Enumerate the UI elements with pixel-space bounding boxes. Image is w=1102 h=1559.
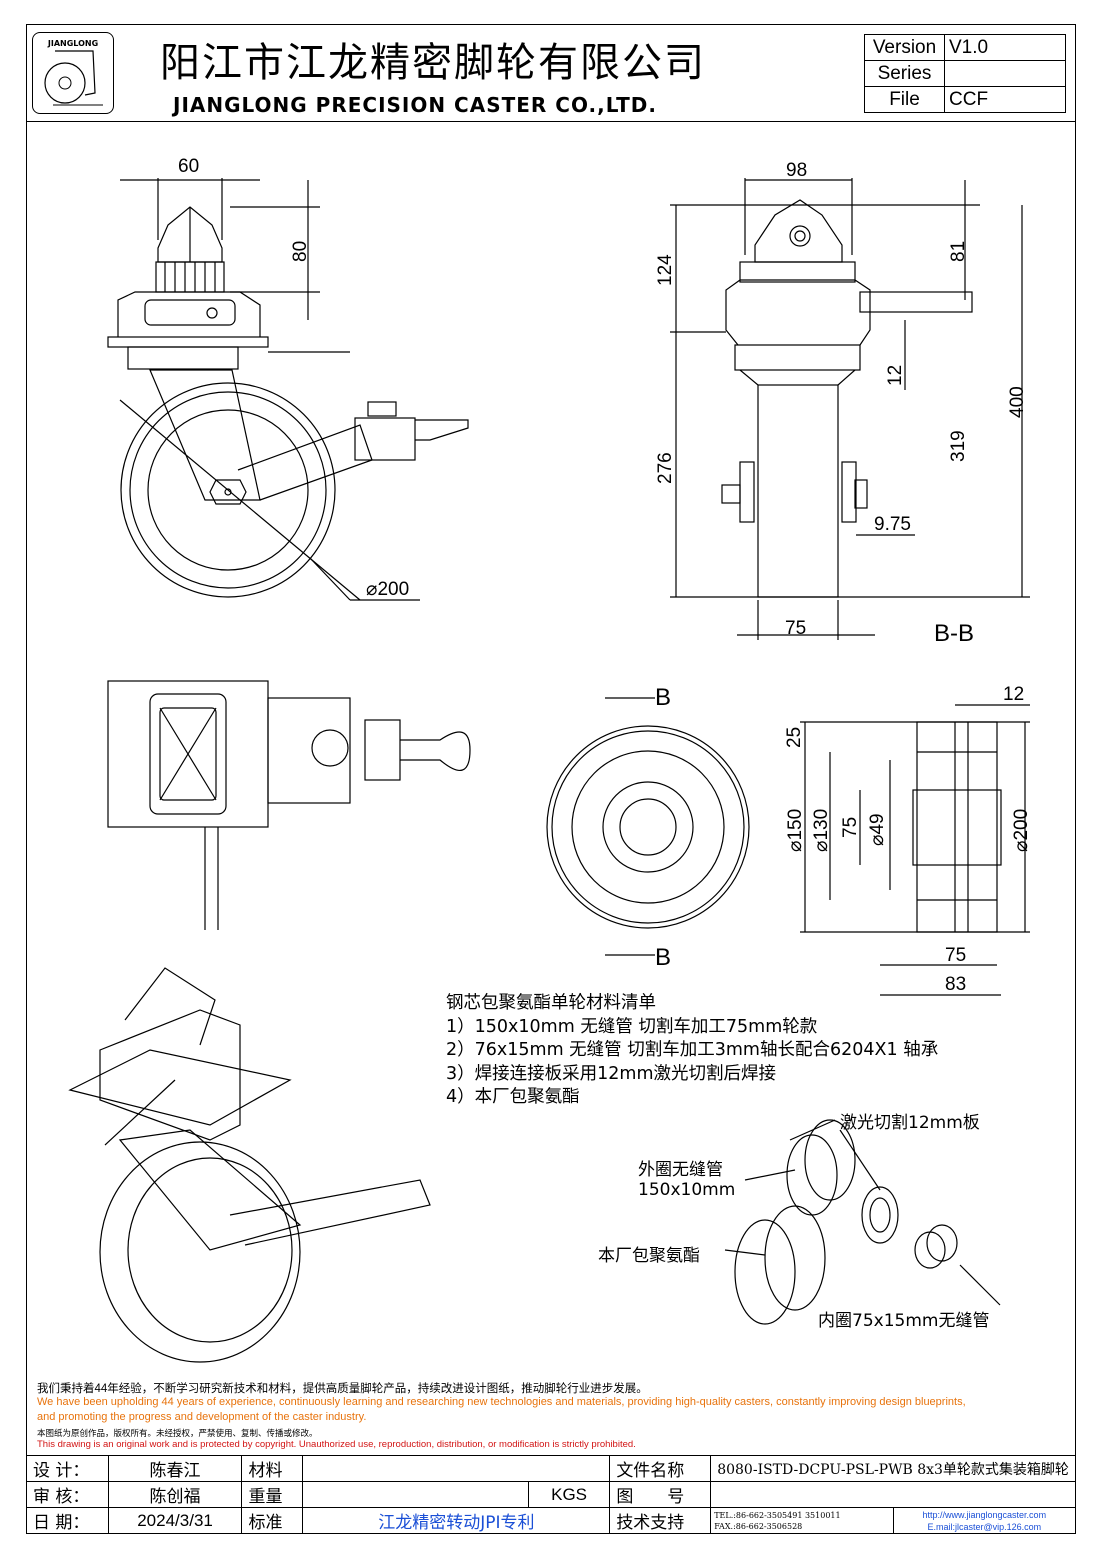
version-label: Version (864, 34, 945, 61)
dim-130: ⌀130 (811, 808, 832, 852)
material-value (302, 1455, 611, 1482)
dim-9-75: 9.75 (874, 514, 911, 535)
file-value: CCF (944, 86, 1066, 113)
side-view-drawing (107, 178, 469, 601)
contact-web: http://www.jianglongcaster.com E.mail:jl… (892, 1507, 1077, 1534)
dim-80: 80 (290, 240, 311, 262)
isometric-drawing (68, 967, 431, 1363)
section-label-bb: B-B (934, 620, 975, 647)
dim-wheel-dia: ⌀200 (366, 579, 410, 600)
dim-12-wheel: 12 (1003, 684, 1025, 705)
dim-75-front: 75 (785, 618, 807, 639)
materials-item-4: 4）本厂包聚氨酯 (446, 1087, 580, 1107)
dim-319: 319 (948, 430, 969, 462)
header-divider (26, 121, 1076, 122)
materials-item-3: 3）焊接连接板采用12mm激光切割后焊接 (446, 1063, 776, 1084)
dim-75-v: 75 (840, 816, 861, 838)
dim-400: 400 (1007, 386, 1028, 418)
materials-list: 钢芯包聚氨酯单轮材料清单 1）150x10mm 无缝管 切割车加工75mm轮款 … (446, 992, 938, 1110)
material-label: 材料 (241, 1455, 304, 1482)
section-mark-b-bottom: B (655, 944, 672, 971)
exploded-parts-drawing (724, 1119, 1001, 1325)
weight-unit: KGS (527, 1481, 611, 1508)
top-view-drawing (107, 680, 471, 930)
dim-25: 25 (784, 726, 805, 748)
weight-label: 重量 (241, 1481, 304, 1508)
filename-value: 8080-ISTD-DCPU-PSL-PWB 8x3单轮款式集装箱脚轮 (710, 1455, 1076, 1482)
fax: FAX.:86-662-3506528 (714, 1521, 803, 1531)
dim-83: 83 (945, 974, 967, 995)
company-name-cn: 阳江市江龙精密脚轮有限公司 (160, 40, 706, 86)
label-laser-plate: 激光切割12mm板 (840, 1113, 980, 1133)
drawing-no-label: 图 号 (609, 1481, 712, 1508)
wheel-section-drawing (800, 704, 1030, 996)
file-label: File (864, 86, 945, 113)
dim-75-h: 75 (945, 945, 967, 966)
company-name-en: JIANGLONG PRECISION CASTER CO.,LTD. (173, 93, 657, 117)
label-outer-tube-size: 150x10mm (638, 1180, 736, 1200)
drawing-frame (26, 24, 1076, 1534)
review-value: 陈创福 (107, 1481, 243, 1508)
design-label: 设 计： (26, 1455, 109, 1482)
dim-150: ⌀150 (785, 808, 806, 852)
standard-label: 标准 (241, 1507, 304, 1534)
caster-logo-icon (44, 50, 103, 106)
tel: TEL.:86-662-3505491 3510011 (714, 1510, 841, 1520)
date-value: 2024/3/31 (107, 1507, 243, 1534)
date-label: 日 期： (26, 1507, 109, 1534)
statement-cn-2: 本图纸为原创作品，版权所有。未经授权，严禁使用、复制、传播或修改。 (37, 1428, 318, 1438)
dim-12: 12 (885, 364, 906, 386)
dim-124: 124 (655, 254, 676, 286)
standard-value: 江龙精密转动JPI专利 (302, 1507, 611, 1534)
support-label: 技术支持 (609, 1507, 712, 1534)
drawing-no-value (710, 1481, 1076, 1508)
filename-label: 文件名称 (609, 1455, 712, 1482)
materials-item-2: 2）76x15mm 无缝管 切割车加工3mm轴长配合6204X1 轴承 (446, 1040, 939, 1060)
statement-en-2: and promoting the progress and developme… (37, 1411, 367, 1423)
website-link[interactable]: http://www.jianglongcaster.com (922, 1509, 1047, 1520)
label-outer-tube: 外圈无缝管 (638, 1160, 723, 1180)
statement-en-1: We have been upholding 44 years of exper… (37, 1396, 966, 1408)
version-value: V1.0 (944, 34, 1066, 61)
email-link[interactable]: E.mail:jlcaster@vip.126.com (927, 1521, 1042, 1532)
review-label: 审 核： (26, 1481, 109, 1508)
dim-98: 98 (786, 160, 808, 181)
label-inner-tube: 内圈75x15mm无缝管 (818, 1311, 990, 1331)
contact-phone: TEL.:86-662-3505491 3510011 FAX.:86-662-… (710, 1507, 894, 1534)
statement-en-3: This drawing is an original work and is … (37, 1439, 636, 1450)
front-view-drawing (670, 178, 1030, 640)
wheel-face-drawing (546, 697, 750, 956)
weight-value (302, 1481, 529, 1508)
dim-200: ⌀200 (1011, 808, 1032, 852)
dim-81: 81 (948, 240, 969, 262)
company-logo: JIANGLONG (32, 32, 114, 114)
label-pu: 本厂包聚氨酯 (598, 1246, 700, 1266)
dim-49: ⌀49 (867, 813, 888, 846)
logo-text: JIANGLONG (47, 39, 99, 48)
title-block: 设 计： 陈春江 材料 文件名称 8080-ISTD-DCPU-PSL-PWB … (26, 1455, 1077, 1534)
materials-item-1: 1）150x10mm 无缝管 切割车加工75mm轮款 (446, 1016, 818, 1037)
dim-60: 60 (178, 156, 200, 177)
design-value: 陈春江 (107, 1455, 243, 1482)
section-mark-b-top: B (655, 684, 672, 711)
dim-276: 276 (655, 452, 676, 484)
statement-cn: 我们秉持着44年经验，不断学习研究新技术和材料，提供高质量脚轮产品，持续改进设计… (37, 1383, 648, 1395)
materials-title: 钢芯包聚氨酯单轮材料清单 (446, 993, 656, 1013)
